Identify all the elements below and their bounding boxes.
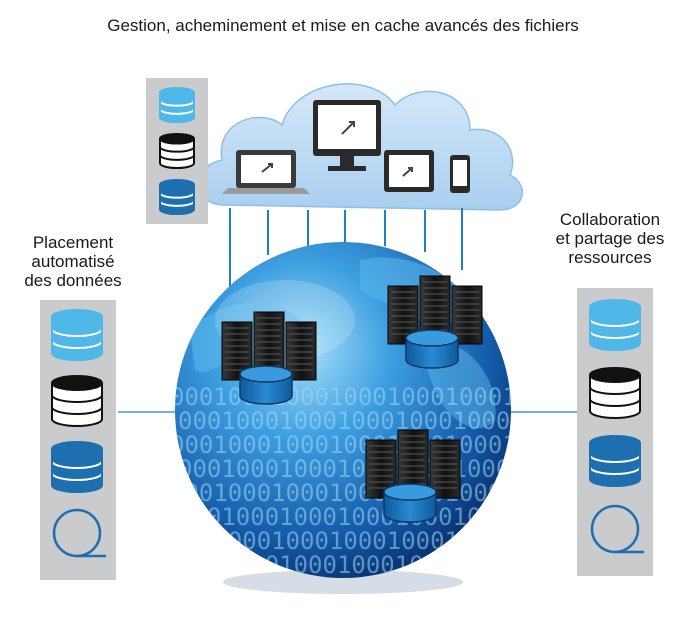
server-cluster-bottom bbox=[365, 429, 461, 523]
storage-cylinder-icon bbox=[239, 365, 293, 405]
server-rack-icon bbox=[365, 439, 397, 499]
database-black-icon bbox=[159, 133, 195, 169]
cloud-connector-lines bbox=[229, 208, 463, 300]
server-rack-icon bbox=[429, 439, 461, 499]
right-label-line: et partage des bbox=[555, 229, 665, 248]
right-storage-panel bbox=[577, 288, 653, 576]
database-blue-icon bbox=[159, 179, 195, 215]
right-label-line: Collaboration bbox=[559, 210, 661, 229]
server-cluster-left bbox=[221, 311, 317, 405]
database-black-icon bbox=[589, 367, 641, 419]
left-storage-panel bbox=[40, 300, 116, 580]
left-label-line: Placement bbox=[32, 233, 114, 252]
storage-cylinder-icon bbox=[383, 483, 437, 523]
globe-binary-row: 0001000100010001000100010 bbox=[170, 383, 531, 411]
right-label-line: ressources bbox=[568, 248, 652, 267]
globe-binary-row: 0001000100010001000100010 bbox=[178, 503, 539, 531]
tape-icon bbox=[590, 504, 644, 554]
globe-binary-row: 0001000100010001000100010 bbox=[178, 551, 539, 579]
server-rack-icon bbox=[451, 285, 483, 345]
database-blue-icon bbox=[589, 435, 641, 487]
globe-binary-text: 0001000100010001000100010000100010001000… bbox=[170, 383, 539, 579]
storage-cylinder-icon bbox=[405, 329, 459, 369]
left-label-line: des données bbox=[24, 271, 122, 290]
laptop-icon bbox=[222, 150, 310, 194]
database-light-icon bbox=[589, 299, 641, 351]
database-black-icon bbox=[51, 375, 103, 427]
cloud-storage-panel bbox=[146, 78, 208, 224]
tablet-icon bbox=[384, 150, 434, 192]
server-rack-icon bbox=[285, 321, 317, 381]
database-light-icon bbox=[51, 309, 103, 361]
tape-icon bbox=[52, 508, 106, 558]
phone-icon bbox=[450, 155, 470, 193]
monitor-icon bbox=[313, 100, 381, 171]
globe: 0001000100010001000100010000100010001000… bbox=[170, 242, 539, 594]
server-cluster-top-right bbox=[387, 275, 483, 369]
database-light-icon bbox=[159, 87, 195, 123]
left-label-line: automatisé bbox=[31, 252, 115, 271]
database-blue-icon bbox=[51, 441, 103, 493]
globe-binary-row: 0001000100010001000100010 bbox=[178, 407, 539, 435]
diagram-title: Gestion, acheminement et mise en cache a… bbox=[107, 16, 579, 35]
server-rack-icon bbox=[387, 285, 419, 345]
